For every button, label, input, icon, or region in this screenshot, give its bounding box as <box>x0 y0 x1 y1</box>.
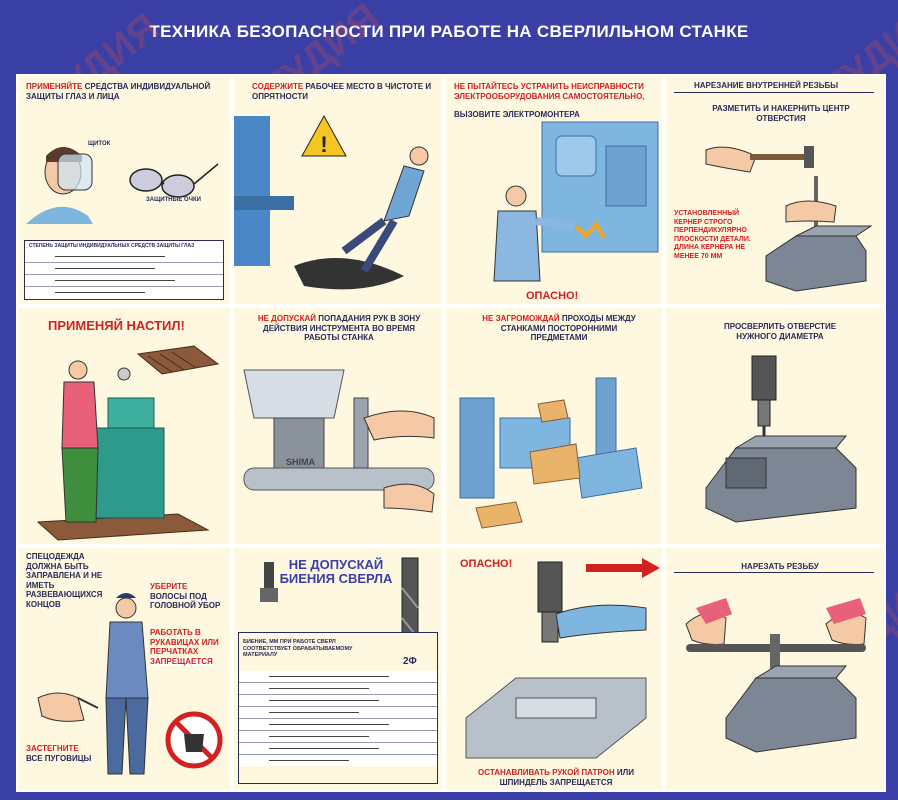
glasses-label: Защитные очки <box>146 197 201 203</box>
tool-label: SHIMA <box>286 457 315 467</box>
step-caption: Просверлить отверстие нужного диаметра <box>723 322 837 341</box>
caption-red: Не пытайтесь устранить <box>454 82 569 91</box>
runout-table: Биение, мм при работе сверл соответствуе… <box>238 632 438 784</box>
caption-red: Останавливать рукой патрон <box>478 768 615 777</box>
danger-label: ОПАСНО! <box>526 290 579 302</box>
panel-stop-chuck: ОПАСНО! Останавливать рукой патрон или ш… <box>446 548 662 790</box>
caption-text: вызовите электромонтера <box>454 110 580 119</box>
step-caption: Разметить и накернить центр отверстия <box>712 104 850 123</box>
center-punch-illustration <box>705 146 873 292</box>
slipping-worker-illustration: ! <box>234 114 429 290</box>
caption-text: попадания рук в зону действия инструмент… <box>263 314 421 342</box>
caption-text: или шпиндель запрещается <box>499 768 634 787</box>
cluttered-passage-illustration <box>459 377 643 529</box>
caption-red: Не допускай <box>257 314 316 323</box>
buttons-caption-red: Застегните <box>26 744 79 753</box>
caption-red: Не загромождай <box>482 314 560 323</box>
workwear-caption: Спецодежда должна быть заправлена и не и… <box>26 552 103 609</box>
panel-cut-thread: Нарезать резьбу <box>666 548 884 790</box>
caption-text: проходы между станками посторонними пред… <box>500 314 636 342</box>
panel-heading: Нарезание внутренней резьбы <box>694 81 839 90</box>
caption-red: Содержите <box>252 82 304 91</box>
table-title: Биение, мм при работе сверл соответствуе… <box>243 639 353 658</box>
electrical-hazard-illustration <box>493 121 659 282</box>
big-caption: ПРИМЕНЯЙ НАСТИЛ! <box>48 318 185 333</box>
panel-drill-runout: НЕ ДОПУСКАЙ БИЕНИЯ СВЕРЛА Биение, мм при… <box>234 548 442 790</box>
drilling-vise-illustration <box>705 355 857 523</box>
gloves-caption-red: Работать в рукавицах или перчатках <box>150 628 219 656</box>
shield-label: Щиток <box>88 141 111 147</box>
hair-caption-red: Уберите <box>150 582 188 591</box>
panel-electrical: Не пытайтесь устранить неисправности эле… <box>446 76 662 304</box>
panel-clear-passages: Не загромождай проходы между станками по… <box>446 308 662 544</box>
panel-drill-hole: Просверлить отверстие нужного диаметра <box>666 308 884 544</box>
gloves-caption: запрещается <box>150 656 213 666</box>
buttons-caption: все пуговицы <box>26 753 92 763</box>
panel-grid: Применяйте средства индивидуальной защит… <box>16 74 886 792</box>
protection-table: Степень защиты индивидуальных средств за… <box>24 240 224 300</box>
angle-label: 2φ <box>403 656 417 667</box>
kernel-spec: Установленный кернер строго перпендикуля… <box>674 210 751 260</box>
hands-near-tool-illustration <box>243 369 435 513</box>
worker-in-overalls-illustration <box>37 593 223 775</box>
chuck-hand-illustration <box>465 558 660 759</box>
tap-wrench-illustration <box>685 598 867 753</box>
panel-hands-away: Не допускай попадания рук в зону действи… <box>234 308 442 544</box>
step-caption: Нарезать резьбу <box>741 562 819 571</box>
table-title: Степень защиты индивидуальных средств за… <box>29 243 195 249</box>
hair-caption: волосы под головной убор <box>150 591 221 611</box>
poster-title: ТЕХНИКА БЕЗОПАСНОСТИ ПРИ РАБОТЕ НА СВЕРЛ… <box>149 22 749 41</box>
panel-clean-workplace: Содержите рабочее место в чистоте и опря… <box>234 76 442 304</box>
panel-workwear: Спецодежда должна быть заправлена и не и… <box>18 548 230 790</box>
big-caption: НЕ ДОПУСКАЙ БИЕНИЯ СВЕРЛА <box>279 557 393 586</box>
caption-red-2: неисправности электрооборудования самост… <box>454 82 645 101</box>
panel-thread-marking: Нарезание внутренней резьбы Разметить и … <box>666 76 884 304</box>
panel-eye-protection: Применяйте средства индивидуальной защит… <box>18 76 230 304</box>
caption-text: средства индивидуальной защиты глаз и ли… <box>26 82 211 101</box>
eye-protection-illustration <box>26 147 219 224</box>
panel-use-platform: ПРИМЕНЯЙ НАСТИЛ! <box>18 308 230 544</box>
arrow-left-icon <box>586 558 660 578</box>
platform-illustration <box>36 345 220 541</box>
warning-triangle-icon <box>301 114 347 157</box>
caption-text: рабочее место в чистоте и опрятности <box>252 82 432 101</box>
danger-label: ОПАСНО! <box>460 558 513 570</box>
svg-text:!: ! <box>320 132 327 157</box>
caption-red: Применяйте <box>26 82 83 91</box>
